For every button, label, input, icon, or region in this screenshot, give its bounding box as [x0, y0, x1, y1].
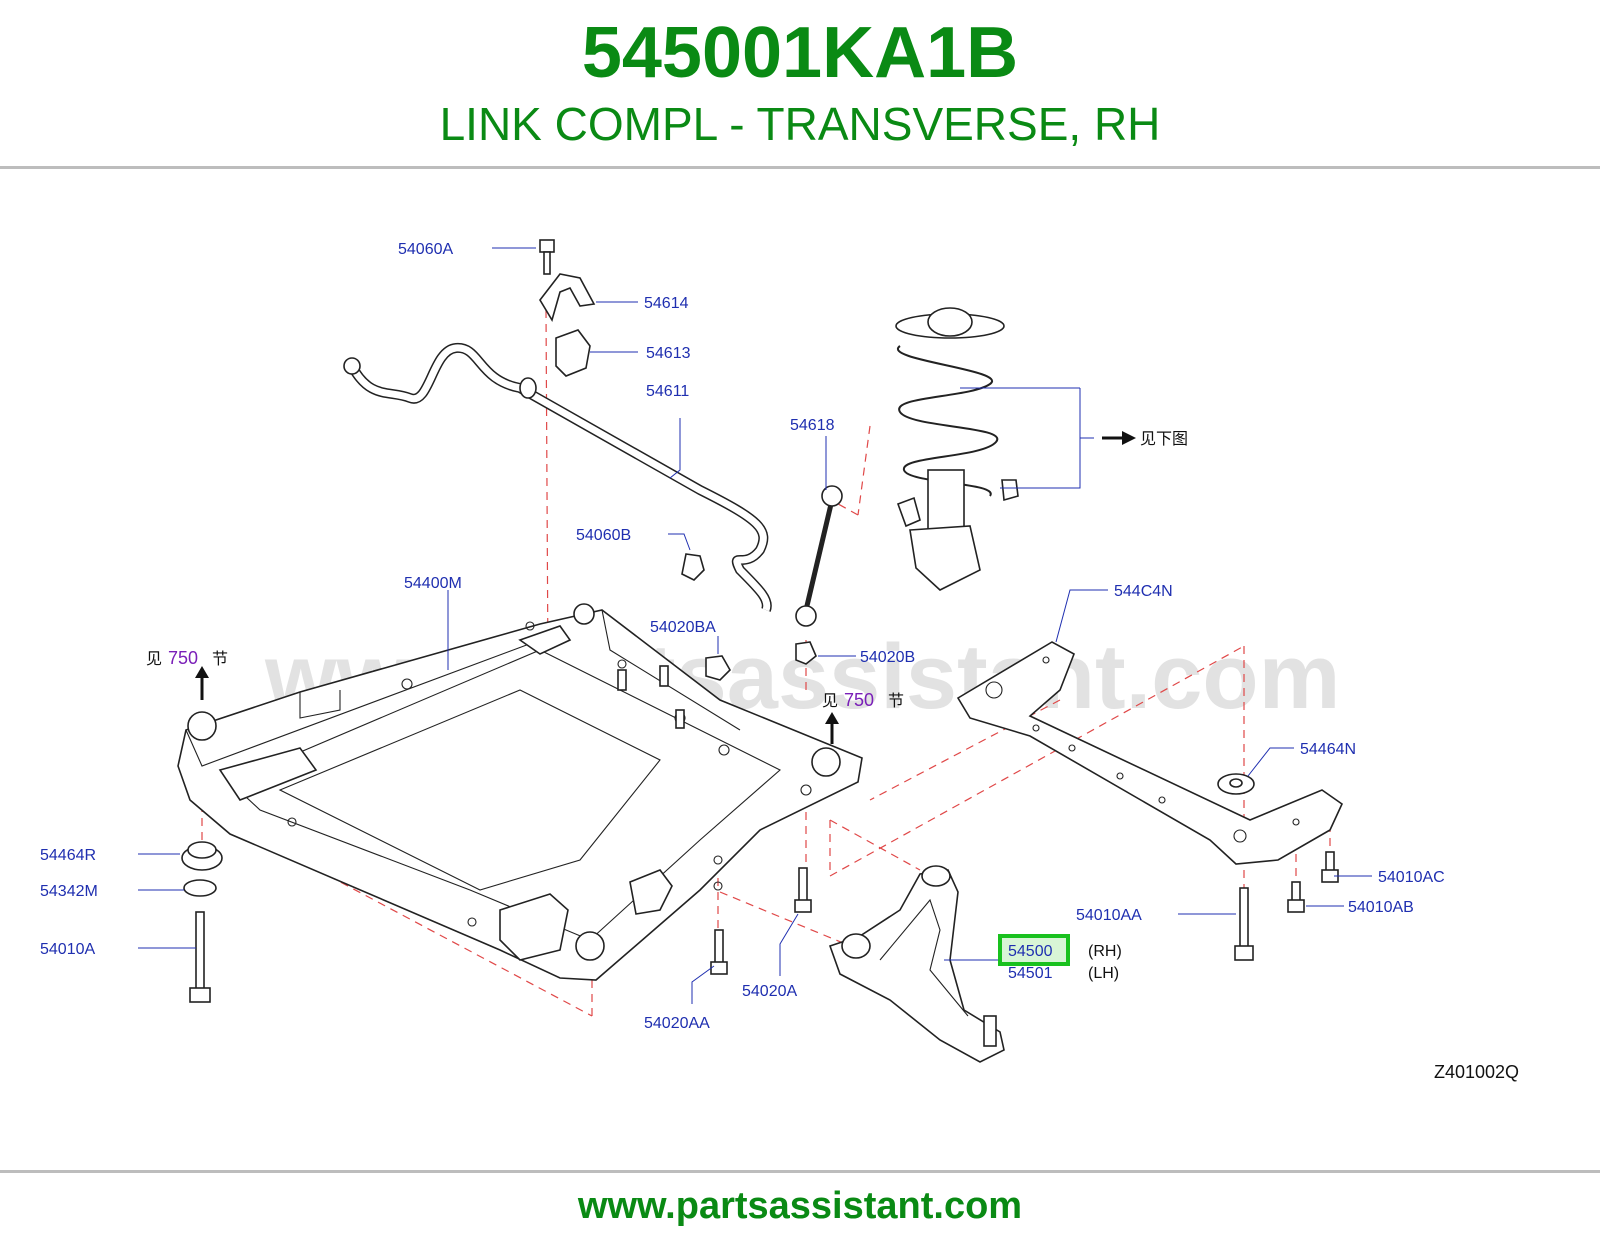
- section-ref-suffix: 节: [888, 691, 904, 710]
- callout-544C4N: 544C4N: [1114, 583, 1173, 600]
- bolt-54010AB: [1287, 881, 1305, 913]
- bolt-54020AA: [710, 929, 728, 975]
- callout-54501-side: (LH): [1088, 965, 1119, 982]
- nut-54020BA: [705, 655, 731, 681]
- callout-54020BA: 54020BA: [650, 619, 716, 636]
- arrow-right-icon: [1102, 431, 1136, 445]
- callout-54010AB: 54010AB: [1348, 899, 1414, 916]
- callout-54464N: 54464N: [1300, 741, 1356, 758]
- see-below-note: 见下图: [1140, 429, 1188, 448]
- bolt-54060A: [539, 239, 555, 275]
- callout-54010A: 54010A: [40, 941, 95, 958]
- section-ref-left: 见 750 节: [146, 648, 228, 668]
- section-ref-number: 750: [168, 648, 198, 668]
- callout-54618: 54618: [790, 417, 835, 434]
- bolt-54010AA: [1234, 887, 1254, 961]
- section-ref-right: 见 750 节: [822, 690, 904, 710]
- diagram-code: Z401002Q: [1434, 1062, 1519, 1082]
- bolt-54010AC: [1321, 851, 1339, 883]
- callout-54010AC: 54010AC: [1378, 869, 1445, 886]
- washer-54342M: [183, 879, 217, 897]
- section-ref-prefix: 见: [146, 649, 162, 668]
- callout-54500: 54500: [1008, 943, 1053, 960]
- bar-bushing-54613: [555, 329, 591, 377]
- callout-54060A: 54060A: [398, 241, 453, 258]
- front-crossmember-54400M: [177, 603, 863, 981]
- transverse-link-54500: [828, 865, 1005, 1063]
- section-ref-number: 750: [844, 690, 874, 710]
- header-divider: [0, 166, 1600, 169]
- header: 545001KA1B LINK COMPL - TRANSVERSE, RH: [0, 0, 1600, 168]
- callout-54464R: 54464R: [40, 847, 96, 864]
- exploded-parts-diagram: www.partsassistant.com: [0, 170, 1600, 1168]
- callout-54020A: 54020A: [742, 983, 797, 1000]
- callout-54501: 54501: [1008, 965, 1053, 982]
- strut-assembly: [895, 307, 1019, 591]
- stabilizer-link-54618: [795, 485, 843, 627]
- footer-site-link[interactable]: www.partsassistant.com: [577, 1185, 1023, 1227]
- diagram-canvas: www.partsassistant.com: [40, 239, 1519, 1082]
- bolt-54010A: [189, 911, 211, 1003]
- stabilizer-bar-54611: [343, 343, 772, 612]
- callout-54614: 54614: [644, 295, 689, 312]
- callout-54611: 54611: [646, 383, 689, 400]
- section-ref-suffix: 节: [212, 649, 228, 668]
- callout-54342M: 54342M: [40, 883, 98, 900]
- nut-54020B: [795, 641, 817, 665]
- gusset-544C4N: [956, 641, 1344, 865]
- callout-54500-side: (RH): [1088, 943, 1122, 960]
- bolt-54020A: [794, 867, 812, 913]
- callout-54060B: 54060B: [576, 527, 631, 544]
- callout-leader-lines: [138, 247, 1372, 1004]
- nut-54060B: [681, 553, 705, 581]
- arrow-up-icon: [825, 712, 839, 744]
- arrow-up-icon: [195, 666, 209, 700]
- callout-54020B: 54020B: [860, 649, 915, 666]
- insulator-54464R: [181, 841, 223, 871]
- part-description: LINK COMPL - TRANSVERSE, RH: [439, 98, 1161, 150]
- section-ref-prefix: 见: [822, 691, 838, 710]
- callout-54613: 54613: [646, 345, 691, 362]
- callout-54400M: 54400M: [404, 575, 462, 592]
- washer-54464N: [1217, 773, 1255, 795]
- callout-54020AA: 54020AA: [644, 1015, 710, 1032]
- callout-54010AA: 54010AA: [1076, 907, 1142, 924]
- part-number-title: 545001KA1B: [581, 13, 1019, 93]
- footer-divider: [0, 1170, 1600, 1173]
- bar-bracket-54614: [539, 273, 596, 322]
- target-part-highlight: [998, 934, 1070, 966]
